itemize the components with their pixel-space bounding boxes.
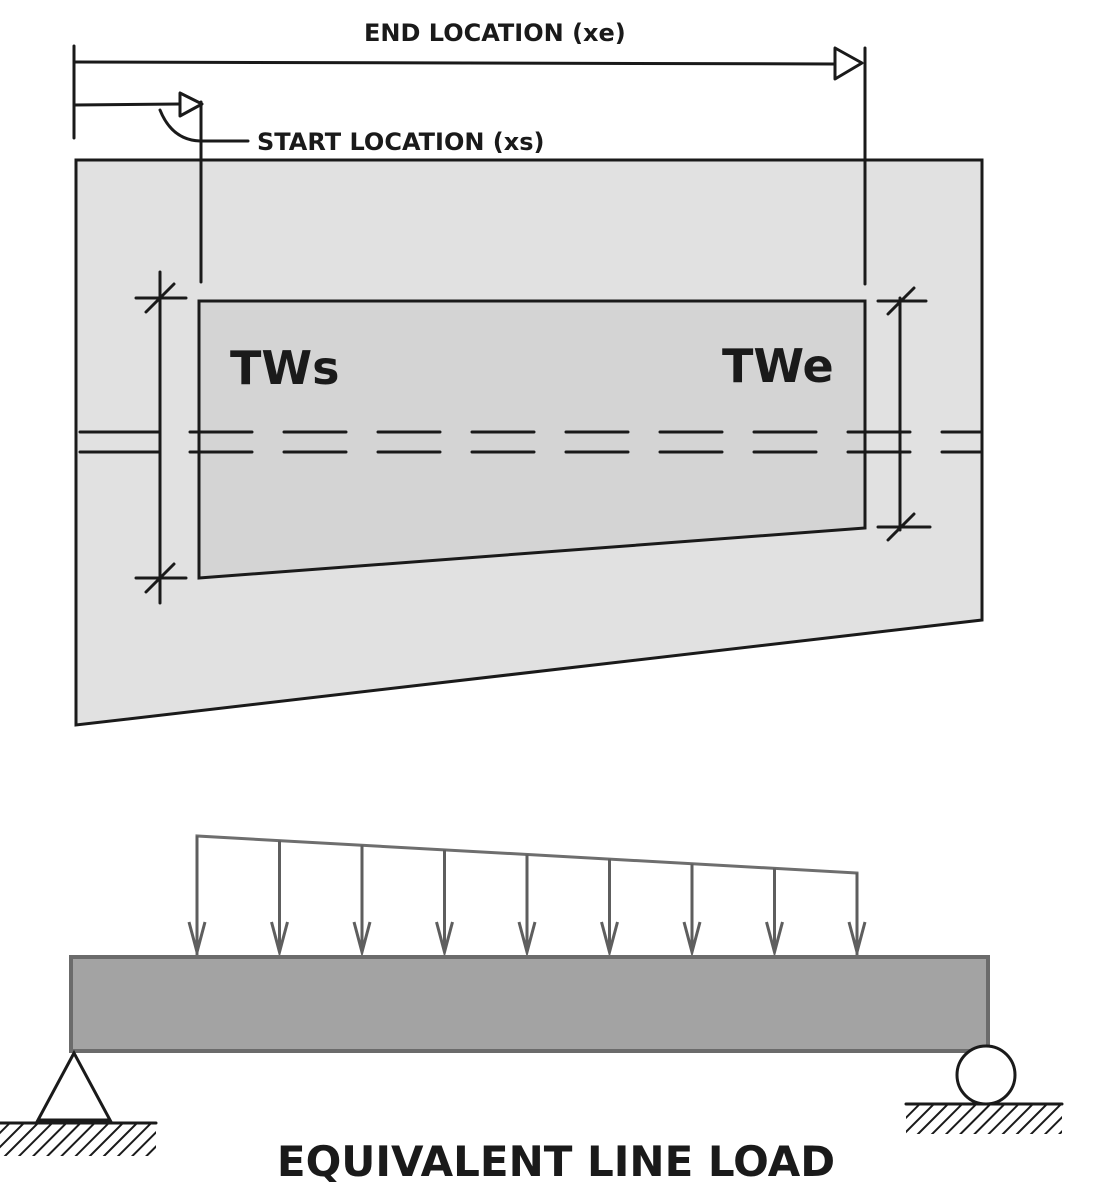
roller-support	[904, 1044, 1064, 1134]
load-arrow	[270, 840, 289, 958]
caption: EQUIVALENT LINE LOAD	[277, 1137, 835, 1186]
end-location-label: END LOCATION (xe)	[364, 19, 626, 47]
start-location-label: START LOCATION (xs)	[257, 128, 545, 156]
slab-plan: TWs TWe END LOCATION (xe)	[72, 19, 984, 727]
load-arrow	[352, 845, 372, 958]
pin-support	[0, 1049, 158, 1156]
load-area	[197, 299, 867, 580]
tw-start-dimension	[134, 270, 188, 605]
beam-centerlines	[78, 430, 162, 454]
load-arrows	[187, 836, 867, 958]
beam	[69, 955, 990, 1053]
start-location-arrow	[72, 91, 250, 143]
load-arrow	[187, 836, 207, 958]
load-arrow	[682, 863, 702, 958]
load-arrow	[765, 868, 784, 958]
beam-dashed-lines	[188, 430, 982, 454]
load-arrow	[435, 849, 454, 958]
load-arrow	[600, 859, 619, 958]
tw-start-label: TWs	[230, 341, 340, 395]
tw-end-dimension	[876, 286, 932, 542]
load-arrow	[517, 854, 537, 958]
load-arrow	[847, 873, 867, 958]
end-location-arrow	[72, 46, 864, 81]
tw-end-label: TWe	[722, 339, 834, 393]
line-load-diagram: EQUIVALENT LINE LOAD	[0, 834, 1064, 1186]
